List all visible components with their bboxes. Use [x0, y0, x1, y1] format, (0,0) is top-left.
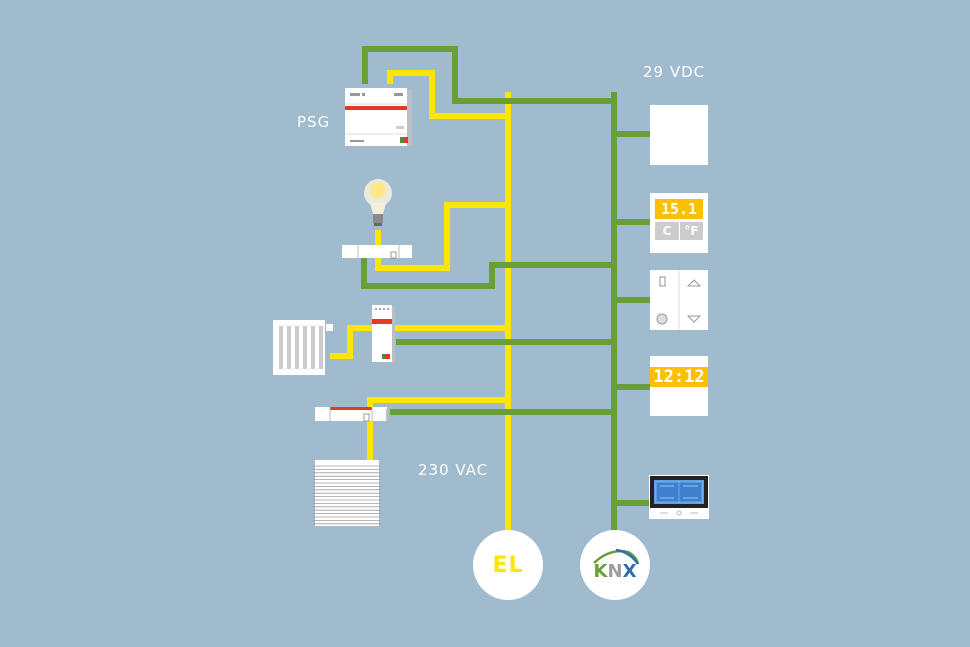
psg-label: PSG	[297, 113, 331, 131]
heating-actuator[interactable]	[372, 305, 395, 363]
knx-label: KNX	[593, 560, 637, 582]
thermostat-unit-c[interactable]: C	[655, 222, 679, 240]
blind-actuator[interactable]	[315, 407, 389, 422]
el-label: EL	[492, 552, 524, 578]
timer-time: 12:12	[650, 367, 708, 387]
power-supply-psg[interactable]	[345, 88, 412, 146]
power-line-psg	[387, 70, 508, 119]
dc-voltage-label: 29 VDC	[643, 63, 706, 81]
el-circle: EL	[473, 530, 543, 600]
bus-line-light	[361, 258, 614, 289]
radiator	[273, 320, 333, 375]
switch-actuator[interactable]	[342, 245, 412, 259]
light-bulb	[364, 179, 392, 226]
knx-logo: KNX	[580, 530, 650, 600]
bus-line-psg	[362, 46, 614, 104]
blind-switch[interactable]	[650, 270, 708, 330]
power-line-heating	[330, 325, 508, 359]
knx-arc-icon	[593, 548, 640, 565]
thermostat-temperature: 15.1	[655, 199, 703, 219]
power-line-light	[375, 202, 508, 271]
power-line-blind	[367, 397, 508, 460]
bus-lines	[361, 46, 650, 530]
blind	[313, 460, 381, 526]
touch-panel[interactable]	[649, 475, 709, 519]
ac-voltage-label: 230 VAC	[418, 461, 489, 479]
push-button[interactable]	[650, 105, 708, 165]
thermostat-unit-f[interactable]: °F	[680, 222, 703, 240]
